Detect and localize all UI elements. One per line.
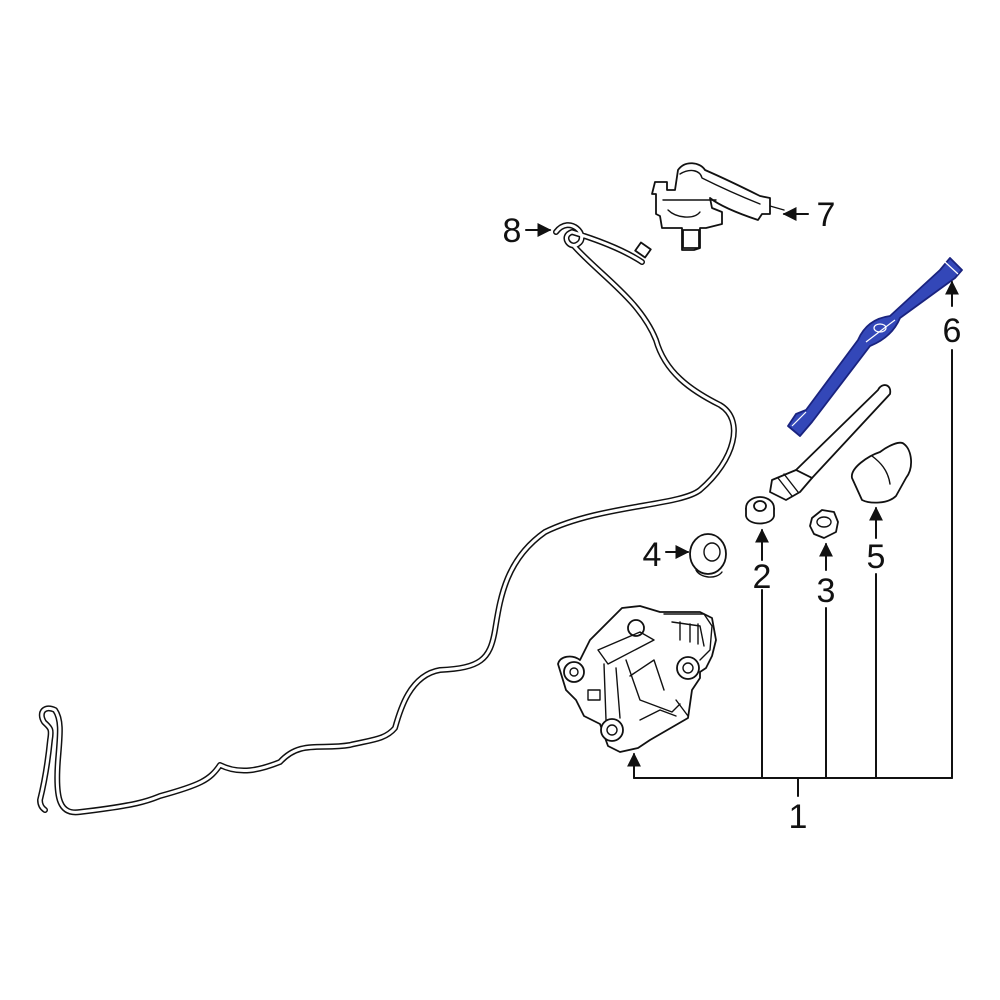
callout-8: 8 <box>503 212 522 250</box>
callout-5: 5 <box>867 538 886 576</box>
callout-labels: 1 2 3 4 5 6 7 8 <box>503 196 962 836</box>
leader-lines <box>525 207 959 797</box>
callout-1: 1 <box>789 798 808 836</box>
cap-icon <box>851 441 912 504</box>
callout-4: 4 <box>643 536 662 574</box>
callout-3: 3 <box>817 572 836 610</box>
washer-hose-icon <box>37 222 737 816</box>
callout-6: 6 <box>943 312 962 350</box>
wiper-arm-icon <box>787 257 963 437</box>
nut-icon <box>809 509 839 539</box>
grommet-icon <box>689 533 727 578</box>
pivot-shaft-icon <box>745 384 892 525</box>
callout-7: 7 <box>817 196 836 234</box>
washer-nozzle-icon <box>651 162 785 251</box>
callout-2: 2 <box>753 558 772 596</box>
wiper-motor-icon <box>557 605 717 753</box>
